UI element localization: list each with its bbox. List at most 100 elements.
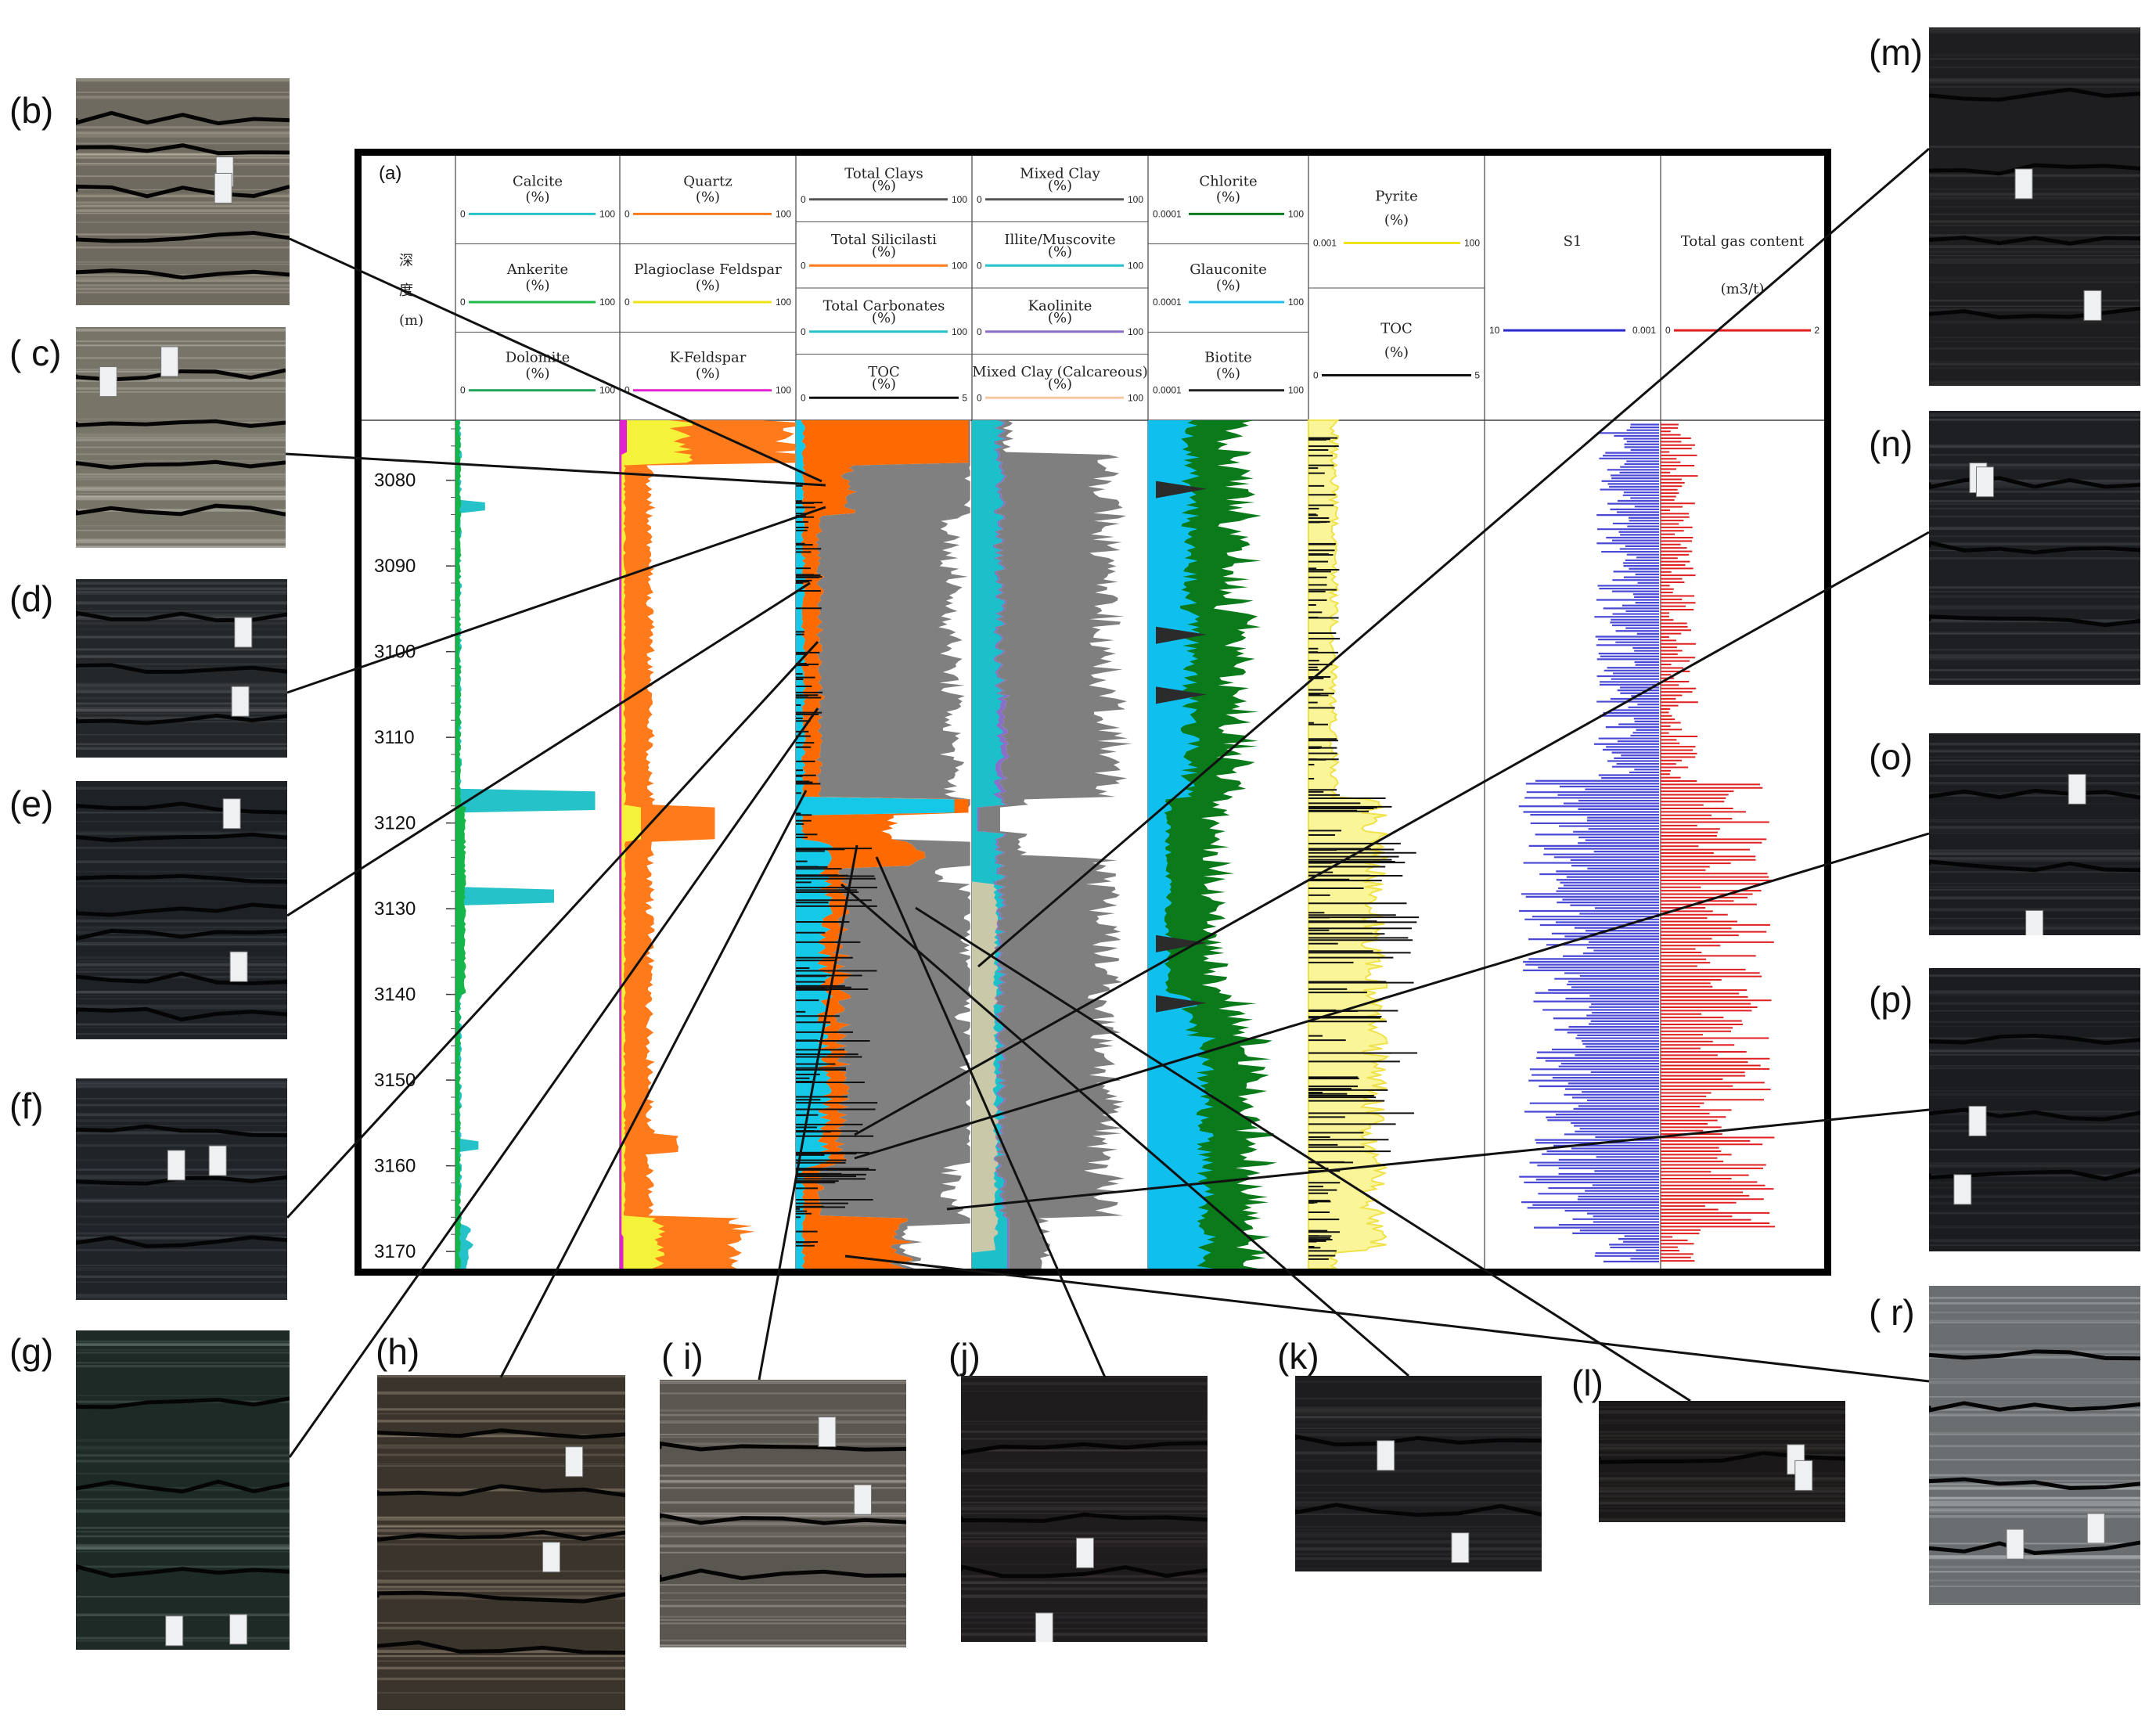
photo-lamina xyxy=(1929,66,2140,68)
photo-lamina xyxy=(1929,1322,2140,1323)
track-scale-min: 0 xyxy=(624,208,630,219)
photo-fracture xyxy=(1295,1434,1542,1447)
photo-lamina xyxy=(76,1023,287,1026)
photo-lamina xyxy=(1929,1025,2140,1028)
track-header-unit: (%) xyxy=(1048,243,1072,260)
photo-fracture xyxy=(377,1590,625,1604)
photo-lamina xyxy=(1929,281,2140,283)
track-header-unit: (%) xyxy=(696,189,720,206)
photo-fracture xyxy=(76,1175,287,1186)
photo-lamina xyxy=(1929,743,2140,746)
photo-lamina xyxy=(1929,885,2140,888)
panel-label-e: (e) xyxy=(9,783,54,824)
photo-lamina xyxy=(76,1104,287,1107)
track-scale-max: 100 xyxy=(776,208,791,219)
photo-texture xyxy=(1929,733,2140,935)
track-header-name: Dolomite xyxy=(506,350,570,366)
photo-texture xyxy=(76,579,287,758)
photo-lamina xyxy=(76,1546,290,1549)
photo-lamina xyxy=(76,153,290,156)
photo-lamina xyxy=(76,821,287,823)
track-scale-max: 100 xyxy=(776,297,791,308)
photo-lamina xyxy=(1929,1565,2140,1569)
connector-line-n xyxy=(854,531,1930,1136)
photo-lamina xyxy=(1295,1470,1542,1471)
photo-lamina xyxy=(76,860,287,864)
photo-lamina xyxy=(76,885,287,887)
photo-lamina xyxy=(1599,1489,1845,1492)
photo-lamina xyxy=(1295,1553,1542,1556)
photo-lamina xyxy=(1929,347,2140,350)
photo-lamina xyxy=(1929,1174,2140,1177)
photo-lamina xyxy=(377,1539,625,1540)
photo-lamina xyxy=(1599,1472,1845,1475)
sample-tag xyxy=(229,951,248,982)
track-header-unit: (%) xyxy=(696,365,720,382)
photo-lamina xyxy=(76,163,290,167)
photo-lamina xyxy=(660,1480,906,1482)
photo-lamina xyxy=(377,1660,625,1662)
photo-lamina xyxy=(377,1579,625,1583)
track-header-unit: (%) xyxy=(525,277,549,293)
photo-lamina xyxy=(961,1449,1208,1452)
photo-lamina xyxy=(961,1531,1208,1535)
photo-lamina xyxy=(1929,483,2140,486)
photo-lamina xyxy=(1929,419,2140,421)
photo-lamina xyxy=(377,1408,625,1411)
photo-lamina xyxy=(76,1098,287,1100)
photo-lamina xyxy=(1929,58,2140,60)
photo-lamina xyxy=(76,438,286,442)
photo-lamina xyxy=(1929,1053,2140,1056)
photo-fracture xyxy=(1929,1107,2140,1121)
photo-lamina xyxy=(1929,853,2140,855)
sample-tag xyxy=(160,346,179,377)
track-scale-min: 0 xyxy=(1313,370,1319,381)
photo-lamina xyxy=(1929,419,2140,421)
photo-fracture xyxy=(961,1441,1208,1455)
photo-lamina xyxy=(1929,1065,2140,1067)
photo-lamina xyxy=(1599,1444,1845,1445)
photo-lamina xyxy=(1599,1486,1845,1490)
photo-lamina xyxy=(1929,653,2140,657)
photo-lamina xyxy=(76,212,290,214)
photo-lamina xyxy=(377,1622,625,1624)
track-scale-max: 100 xyxy=(1464,238,1480,249)
photo-lamina xyxy=(377,1413,625,1415)
photo-lamina xyxy=(1295,1540,1542,1543)
photo-lamina xyxy=(660,1592,906,1594)
photo-texture xyxy=(76,781,287,1039)
connector-line-e xyxy=(286,581,811,917)
photo-lamina xyxy=(76,287,290,290)
photo-lamina xyxy=(76,391,286,393)
photo-lamina xyxy=(1295,1452,1542,1455)
photo-lamina xyxy=(76,246,290,249)
photo-lamina xyxy=(76,233,290,236)
photo-lamina xyxy=(1929,1201,2140,1205)
photo-texture xyxy=(660,1380,906,1647)
photo-lamina xyxy=(1929,250,2140,254)
photo-lamina xyxy=(76,975,287,979)
photo-lamina xyxy=(76,201,290,204)
photo-base xyxy=(1929,27,2140,386)
photo-lamina xyxy=(1929,258,2140,261)
photo-lamina xyxy=(76,153,290,156)
photo-lamina xyxy=(1929,1486,2140,1490)
photo-lamina xyxy=(76,328,286,330)
track-header-name: Total Carbonates xyxy=(823,298,945,315)
photo-lamina xyxy=(660,1436,906,1438)
track-header-unit: (%) xyxy=(696,277,720,293)
photo-lamina xyxy=(76,195,290,196)
photo-lamina xyxy=(76,691,287,693)
photo-lamina xyxy=(1599,1410,1845,1414)
sample-tag xyxy=(1975,466,1994,498)
photo-lamina xyxy=(377,1586,625,1589)
photo-lamina xyxy=(76,998,287,1000)
photo-lamina xyxy=(76,1200,287,1203)
photo-lamina xyxy=(76,492,286,494)
photo-lamina xyxy=(76,610,287,612)
depth-header-text: (m) xyxy=(399,312,423,329)
track-header-name: Total Silicilasti xyxy=(831,232,937,248)
photo-lamina xyxy=(76,453,286,455)
photo-lamina xyxy=(76,344,286,347)
biotite-patch xyxy=(1156,995,1207,1013)
